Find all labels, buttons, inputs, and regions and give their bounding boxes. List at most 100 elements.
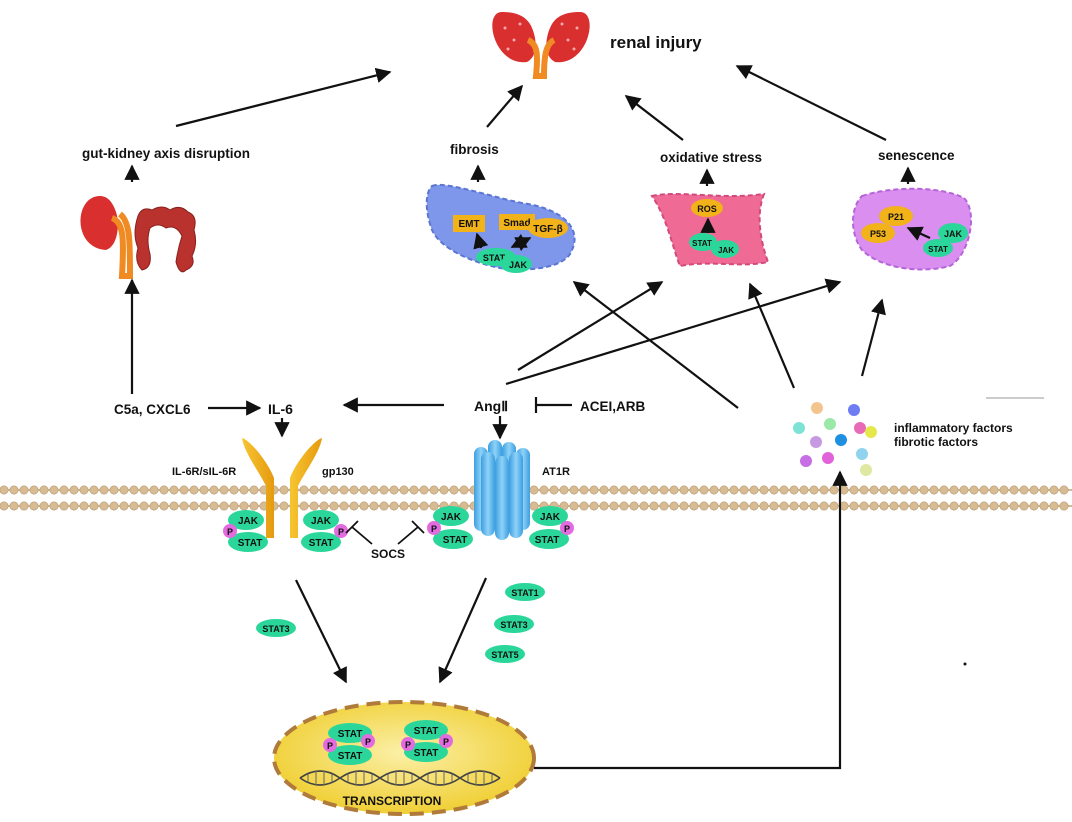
- il6-label: IL-6: [268, 401, 293, 417]
- lipid-bead: [69, 485, 79, 495]
- lipid-bead: [729, 485, 739, 495]
- lipid-bead: [159, 501, 169, 511]
- lipid-bead: [609, 501, 619, 511]
- ang2-label: AngⅡ: [474, 398, 508, 414]
- svg-text:EMT: EMT: [458, 219, 479, 230]
- stat3-right: [494, 615, 534, 633]
- lipid-bead: [179, 501, 189, 511]
- lipid-bead: [749, 501, 759, 511]
- inflammatory-label: inflammatory factors: [894, 421, 1013, 435]
- lipid-bead: [339, 485, 349, 495]
- lipid-bead: [139, 501, 149, 511]
- lipid-bead: [279, 485, 289, 495]
- factor-dots: [793, 402, 877, 476]
- lipid-bead: [909, 485, 919, 495]
- lipid-bead: [339, 501, 349, 511]
- lipid-bead: [149, 485, 159, 495]
- lipid-bead: [299, 501, 309, 511]
- lipid-bead: [229, 501, 239, 511]
- svg-text:JAK: JAK: [441, 512, 462, 523]
- svg-text:STAT: STAT: [238, 538, 263, 549]
- svg-text:STAT3: STAT3: [500, 620, 527, 630]
- lipid-bead: [379, 501, 389, 511]
- lipid-bead: [379, 485, 389, 495]
- at1r-receptor: [474, 440, 530, 540]
- emt-box: [453, 215, 485, 232]
- lipid-bead: [699, 501, 709, 511]
- svg-text:P: P: [227, 527, 233, 537]
- lipid-bead: [1049, 501, 1059, 511]
- lipid-bead: [719, 501, 729, 511]
- svg-text:STAT: STAT: [928, 245, 948, 254]
- lipid-bead: [659, 501, 669, 511]
- lipid-bead: [699, 485, 709, 495]
- lipid-bead: [619, 485, 629, 495]
- svg-text:ROS: ROS: [697, 204, 717, 214]
- lipid-bead: [399, 501, 409, 511]
- svg-text:JAK: JAK: [718, 246, 734, 255]
- lipid-bead: [939, 485, 949, 495]
- lipid-bead: [909, 501, 919, 511]
- svg-text:P53: P53: [870, 229, 886, 239]
- lipid-bead: [349, 485, 359, 495]
- lipid-bead: [789, 501, 799, 511]
- lipid-bead: [849, 501, 859, 511]
- il6r-jak-stat: JAK STAT P: [223, 510, 268, 552]
- lipid-bead: [749, 485, 759, 495]
- lipid-bead: [449, 485, 459, 495]
- p53-bubble: [861, 223, 895, 243]
- lipid-bead: [1019, 485, 1029, 495]
- fibrosis-jak: [500, 255, 532, 273]
- il6r-label: IL-6R/sIL-6R: [172, 466, 236, 478]
- lipid-bead: [369, 485, 379, 495]
- lipid-bead: [389, 485, 399, 495]
- lipid-bead: [829, 485, 839, 495]
- svg-text:STAT: STAT: [338, 751, 363, 762]
- lipid-bead: [549, 485, 559, 495]
- lipid-bead: [299, 485, 309, 495]
- lipid-bead: [79, 501, 89, 511]
- lipid-bead: [579, 485, 589, 495]
- lipid-bead: [319, 501, 329, 511]
- socs-label: SOCS: [371, 547, 405, 561]
- smad-box: [499, 214, 535, 230]
- svg-text:STAT: STAT: [338, 729, 363, 740]
- lipid-bead: [899, 485, 909, 495]
- lipid-bead: [539, 485, 549, 495]
- lipid-bead: [419, 485, 429, 495]
- lipid-bead: [189, 485, 199, 495]
- lipid-bead: [359, 485, 369, 495]
- lipid-bead: [59, 501, 69, 511]
- gut-kidney-label: gut-kidney axis disruption: [82, 146, 250, 161]
- lipid-bead: [149, 501, 159, 511]
- lipid-bead: [99, 485, 109, 495]
- lipid-bead: [0, 485, 9, 495]
- gp130-label: gp130: [322, 466, 354, 478]
- fibrotic-label: fibrotic factors: [894, 435, 978, 449]
- lipid-bead: [169, 485, 179, 495]
- lipid-bead: [79, 485, 89, 495]
- lipid-bead: [739, 501, 749, 511]
- svg-text:P21: P21: [888, 212, 904, 222]
- svg-text:JAK: JAK: [540, 512, 561, 523]
- stat1: [505, 583, 545, 601]
- lipid-bead: [969, 501, 979, 511]
- lipid-bead: [1059, 501, 1069, 511]
- lipid-bead: [59, 485, 69, 495]
- lipid-bead: [419, 501, 429, 511]
- lipid-bead: [559, 485, 569, 495]
- p21-bubble: [879, 206, 913, 226]
- stat5: [485, 645, 525, 663]
- lipid-bead: [849, 485, 859, 495]
- lipid-bead: [769, 485, 779, 495]
- svg-text:Smad: Smad: [503, 218, 530, 229]
- lipid-bead: [569, 485, 579, 495]
- lipid-bead: [119, 501, 129, 511]
- lipid-bead: [529, 501, 539, 511]
- lipid-bead: [879, 501, 889, 511]
- ros-bubble: [691, 199, 723, 217]
- svg-text:P: P: [443, 737, 449, 747]
- lipid-bead: [109, 485, 119, 495]
- lipid-bead: [589, 485, 599, 495]
